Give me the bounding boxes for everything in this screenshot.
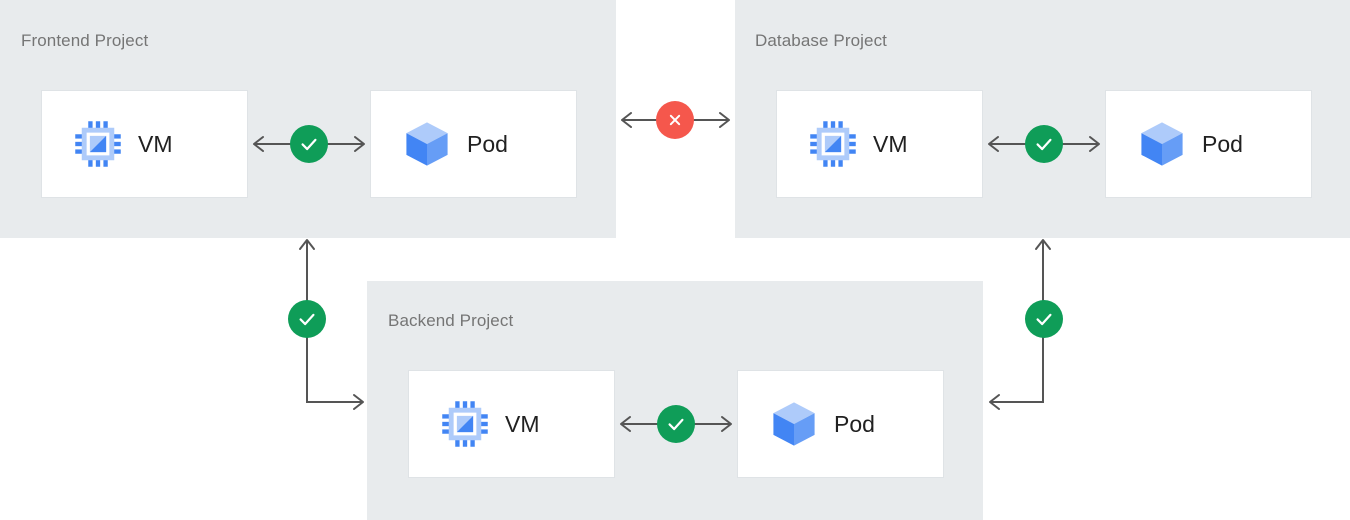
resource-card-database-pod[interactable]: Pod [1105, 90, 1312, 198]
status-badge-backend-internal-link[interactable] [657, 405, 695, 443]
cross-icon [669, 114, 681, 126]
resource-label-frontend-vm: VM [138, 130, 173, 157]
resource-card-database-vm[interactable]: VM [776, 90, 983, 198]
resource-card-backend-vm[interactable]: VM [408, 370, 615, 478]
vm-chip-icon [72, 118, 124, 170]
pod-cube-icon [401, 118, 453, 170]
panel-title-database-project: Database Project [755, 31, 888, 50]
check-icon [301, 138, 317, 151]
status-badge-frontend-database-link[interactable] [656, 101, 694, 139]
resource-card-frontend-vm[interactable]: VM [41, 90, 248, 198]
panel-title-backend-project: Backend Project [388, 311, 514, 330]
resource-card-frontend-pod[interactable]: Pod [370, 90, 577, 198]
resource-label-frontend-pod: Pod [467, 130, 508, 157]
pod-cube-icon [768, 398, 820, 450]
status-badge-database-internal-link[interactable] [1025, 125, 1063, 163]
resource-label-database-pod: Pod [1202, 130, 1243, 157]
resource-label-database-vm: VM [873, 130, 908, 157]
resource-label-backend-pod: Pod [834, 410, 875, 437]
status-badge-frontend-internal-link[interactable] [290, 125, 328, 163]
status-badge-frontend-backend-link[interactable] [288, 300, 326, 338]
pod-cube-icon [1136, 118, 1188, 170]
resource-label-backend-vm: VM [505, 410, 540, 437]
check-icon [1036, 313, 1052, 326]
status-badge-database-backend-link[interactable] [1025, 300, 1063, 338]
vm-chip-icon [439, 398, 491, 450]
resource-card-backend-pod[interactable]: Pod [737, 370, 944, 478]
check-icon [1036, 138, 1052, 151]
check-icon [299, 313, 315, 326]
check-icon [668, 418, 684, 431]
panel-title-frontend-project: Frontend Project [21, 31, 149, 50]
vm-chip-icon [807, 118, 859, 170]
